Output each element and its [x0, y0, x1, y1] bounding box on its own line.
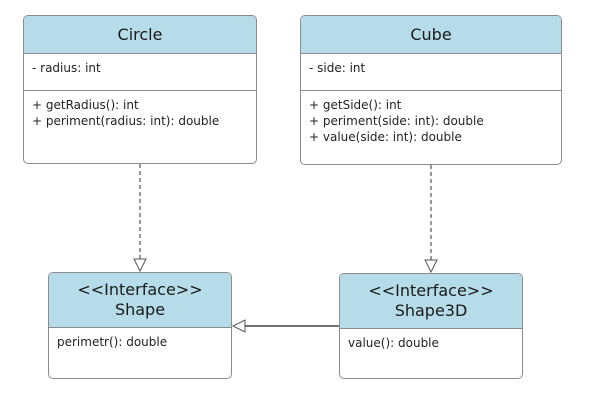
class-cube-attributes: - side: int	[301, 54, 561, 91]
class-circle-attributes: - radius: int	[24, 54, 256, 91]
interface-shape-stereotype: <<Interface>>	[77, 280, 203, 299]
interface-shape-methods: perimetr(): double	[49, 328, 231, 378]
class-circle[interactable]: Circle - radius: int + getRadius(): int …	[23, 15, 257, 164]
class-cube-methods: + getSide(): int + periment(side: int): …	[301, 91, 561, 164]
interface-shape3d-header: <<Interface>> Shape3D	[340, 274, 522, 329]
interface-shape-header: <<Interface>> Shape	[49, 273, 231, 328]
cube-realizes-shape3d-arrowhead	[424, 259, 438, 274]
class-cube-header: Cube	[301, 16, 561, 54]
class-circle-attribute: - radius: int	[32, 61, 101, 75]
class-circle-methods: + getRadius(): int + periment(radius: in…	[24, 91, 256, 163]
class-cube-method: + periment(side: int): double	[309, 114, 484, 128]
class-cube-method: + value(side: int): double	[309, 130, 462, 144]
class-cube-method: + getSide(): int	[309, 98, 402, 112]
class-cube[interactable]: Cube - side: int + getSide(): int + peri…	[300, 15, 562, 165]
interface-shape-method: perimetr(): double	[57, 335, 168, 349]
interface-shape3d-stereotype: <<Interface>>	[368, 281, 494, 300]
interface-shape3d-methods: value(): double	[340, 329, 522, 378]
shape3d-extends-shape-arrowhead	[231, 319, 246, 333]
interface-shape3d[interactable]: <<Interface>> Shape3D value(): double	[339, 273, 523, 379]
class-cube-attribute: - side: int	[309, 61, 366, 75]
class-circle-method: + periment(radius: int): double	[32, 114, 220, 128]
interface-shape[interactable]: <<Interface>> Shape perimetr(): double	[48, 272, 232, 379]
class-circle-name: Circle	[117, 25, 163, 44]
interface-shape3d-name: Shape3D	[394, 301, 468, 320]
circle-realizes-shape-arrowhead	[133, 258, 147, 273]
class-cube-name: Cube	[410, 25, 452, 44]
interface-shape3d-method: value(): double	[348, 336, 439, 350]
class-circle-header: Circle	[24, 16, 256, 54]
interface-shape-name: Shape	[114, 300, 166, 319]
class-circle-method: + getRadius(): int	[32, 98, 139, 112]
